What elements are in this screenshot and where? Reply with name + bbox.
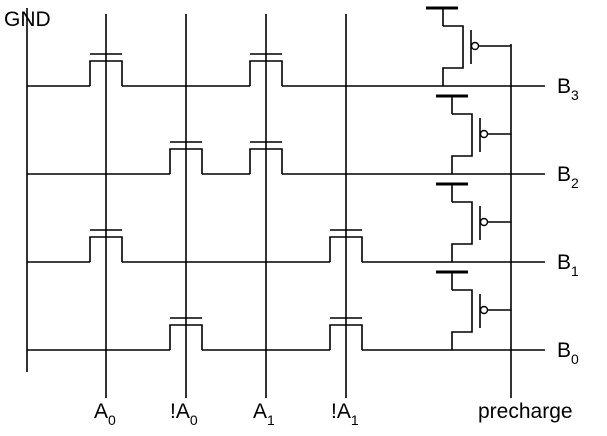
nmos-transistor-b0-not-a0 — [169, 317, 203, 350]
pmos-precharge-b0 — [436, 270, 511, 350]
column-label-a0: A0 — [94, 400, 116, 428]
row-label-b1: B1 — [557, 251, 579, 279]
row-label-b0: B0 — [557, 339, 579, 367]
gnd-label: GND — [4, 8, 51, 31]
nmos-transistor-b1-a0 — [89, 229, 123, 262]
column-label-not-a1: !A1 — [331, 400, 359, 428]
pmos-precharge-b2 — [436, 94, 511, 174]
nmos-transistor-b1-not-a1 — [329, 229, 363, 262]
column-label-a1: A1 — [253, 400, 275, 428]
nmos-transistor-b2-a1 — [249, 141, 283, 174]
pmos-precharge-b1 — [436, 182, 511, 262]
pmos-precharge-b3 — [426, 6, 511, 86]
nmos-transistor-b3-a0 — [89, 53, 123, 86]
nmos-transistor-b2-not-a0 — [169, 141, 203, 174]
row-label-b3: B3 — [557, 75, 579, 103]
precharge-label: precharge — [478, 400, 573, 423]
column-label-not-a0: !A0 — [170, 400, 198, 428]
nmos-transistor-b0-not-a1 — [329, 317, 363, 350]
row-label-b2: B2 — [557, 163, 579, 191]
nmos-transistor-b3-a1 — [249, 53, 283, 86]
